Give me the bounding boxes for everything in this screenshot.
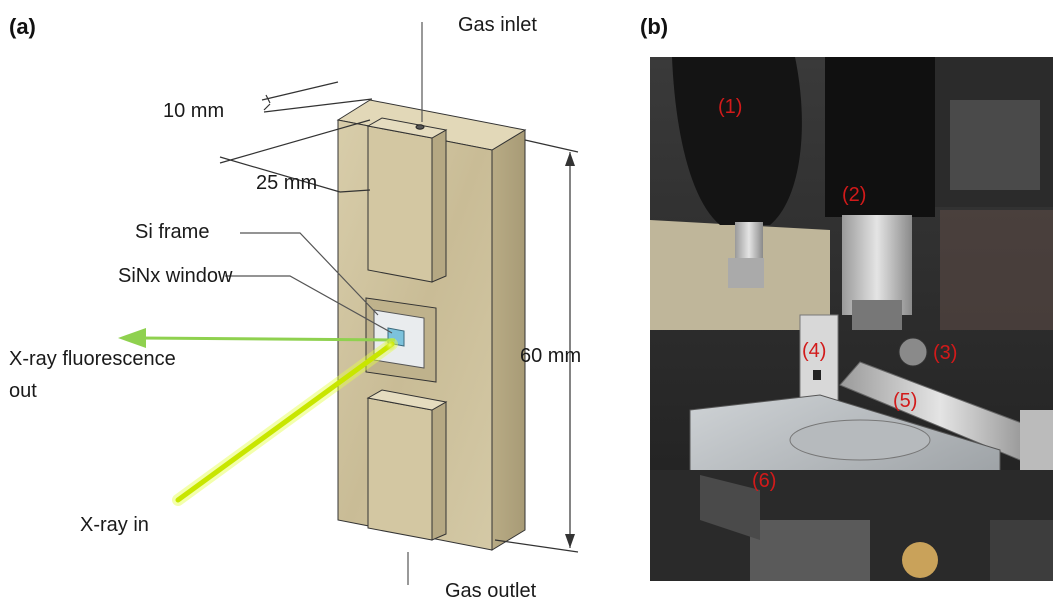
sinx-window-label: SiNx window xyxy=(118,265,233,287)
callout-4: (4) xyxy=(802,340,827,362)
callout-1: (1) xyxy=(718,96,743,118)
gas-inlet-hole xyxy=(415,124,425,130)
gas-inlet-label: Gas inlet xyxy=(458,14,537,36)
objective-lens-2 xyxy=(842,215,912,315)
panel-a-label: (a) xyxy=(9,14,36,39)
callout-3: (3) xyxy=(933,342,958,364)
xray-in-label: X-ray in xyxy=(80,514,149,536)
component-3 xyxy=(898,337,928,367)
xrf-out-label-line1: X-ray fluorescence xyxy=(9,348,176,370)
dim-25mm-label: 25 mm xyxy=(256,172,318,194)
xrf-out-beam xyxy=(139,336,396,342)
si-frame-label: Si frame xyxy=(135,221,210,243)
xrf-out-arrowhead xyxy=(118,328,146,348)
callout-6: (6) xyxy=(752,470,777,492)
panel-b-label: (b) xyxy=(640,14,669,39)
gas-outlet-label: Gas outlet xyxy=(445,580,537,602)
callout-2: (2) xyxy=(842,184,867,206)
dim-10mm-label: 10 mm xyxy=(163,100,225,122)
dim-60mm-label: 60 mm xyxy=(520,345,582,367)
callout-5: (5) xyxy=(893,390,918,412)
xray-in-beam xyxy=(175,341,395,503)
detector-1 xyxy=(672,57,802,225)
xrf-out-label-line2: out xyxy=(9,380,37,402)
